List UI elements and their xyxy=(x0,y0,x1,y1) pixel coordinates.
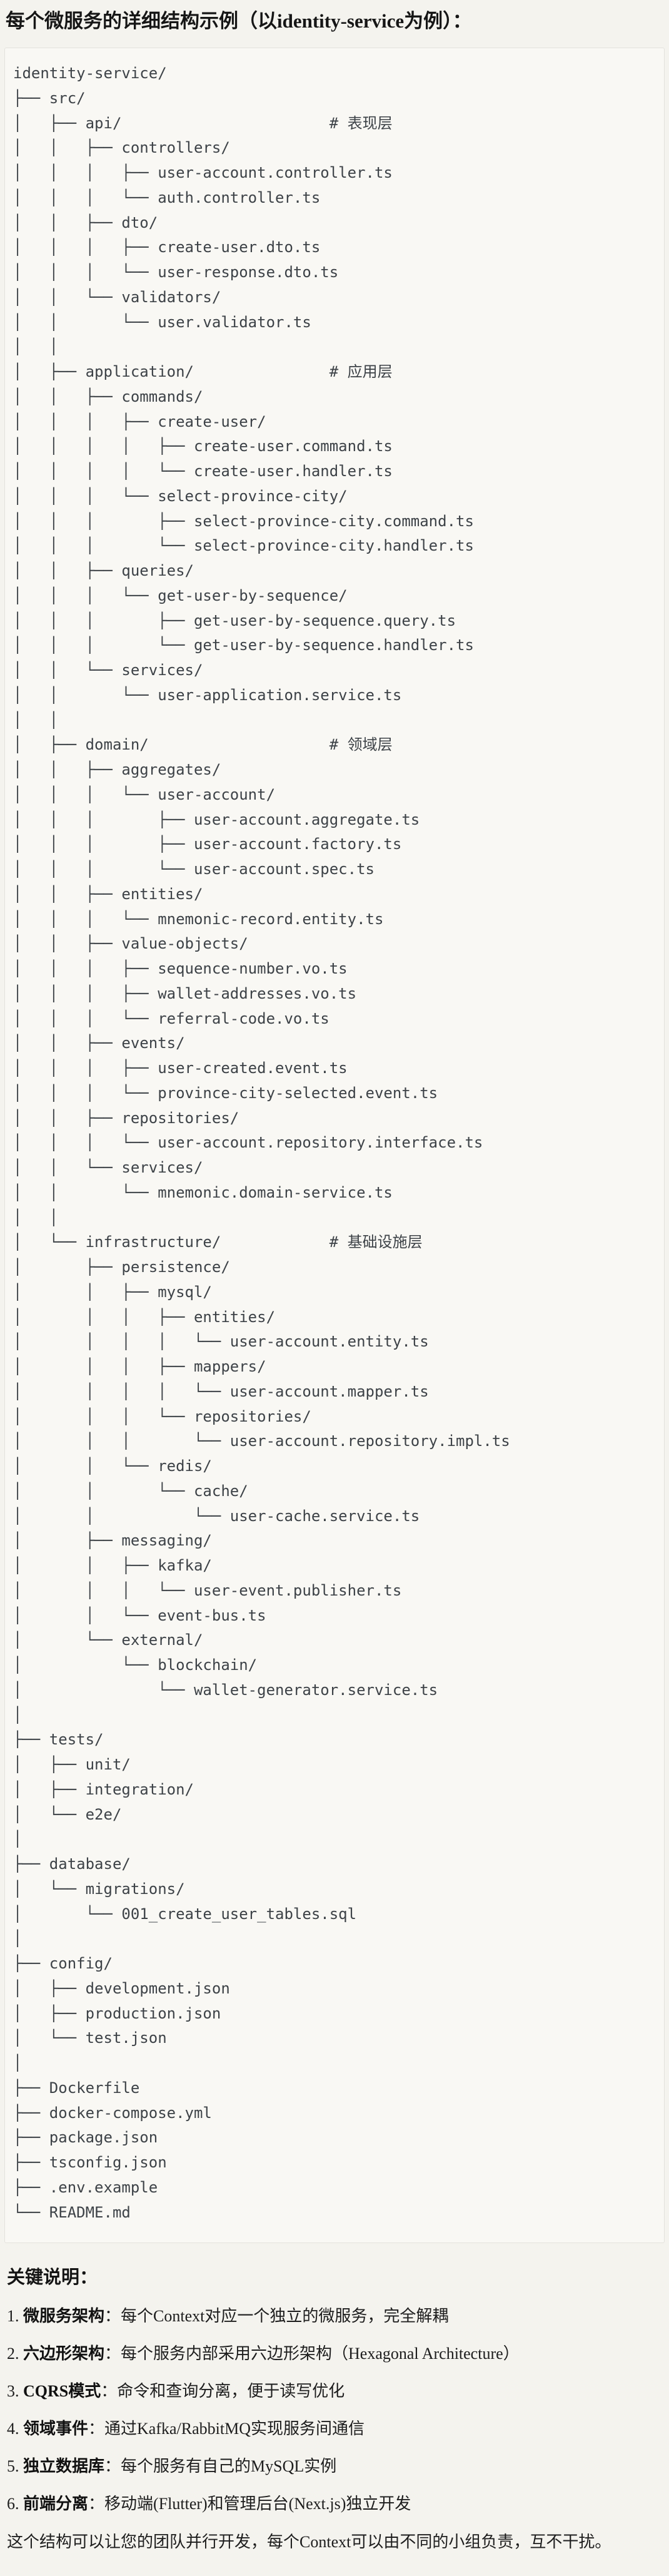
note-colon: ： xyxy=(88,2420,105,2438)
note-label: CQRS模式 xyxy=(23,2382,101,2401)
note-colon: ： xyxy=(101,2382,118,2401)
note-label: 微服务架构 xyxy=(23,2307,105,2326)
note-number: 5. xyxy=(7,2457,23,2476)
note-text: 每个服务有自己的MySQL实例 xyxy=(121,2457,337,2476)
key-notes-heading: 关键说明： xyxy=(7,2268,98,2288)
note-colon: ： xyxy=(104,2307,121,2326)
directory-tree-code-block: identity-service/ ├── src/ │ ├── api/ # … xyxy=(4,48,665,2244)
note-item: 5. 独立数据库：每个服务有自己的MySQL实例 xyxy=(7,2456,665,2477)
note-colon: ： xyxy=(104,2344,121,2363)
note-text: 移动端(Flutter)和管理后台(Next.js)独立开发 xyxy=(104,2495,411,2513)
note-item: 1. 微服务架构：每个Context对应一个独立的微服务，完全解耦 xyxy=(7,2306,665,2327)
key-notes-section: 关键说明： 1. 微服务架构：每个Context对应一个独立的微服务，完全解耦 … xyxy=(4,2266,665,2553)
note-label: 领域事件 xyxy=(23,2420,89,2438)
page-title: 每个微服务的详细结构示例（以identity-service为例）： xyxy=(6,10,472,32)
note-number: 1. xyxy=(7,2307,23,2326)
note-number: 6. xyxy=(7,2495,23,2513)
note-text: 通过Kafka/RabbitMQ实现服务间通信 xyxy=(104,2420,365,2438)
note-colon: ： xyxy=(104,2457,121,2476)
note-text: 命令和查询分离，便于读写优化 xyxy=(117,2382,345,2401)
note-number: 4. xyxy=(7,2420,23,2438)
note-colon: ： xyxy=(88,2495,105,2513)
note-text: 每个Context对应一个独立的微服务，完全解耦 xyxy=(121,2307,449,2326)
note-label: 前端分离 xyxy=(23,2495,89,2513)
note-text: 每个服务内部采用六边形架构（Hexagonal Architecture） xyxy=(121,2344,520,2363)
note-number: 3. xyxy=(7,2382,23,2401)
note-item: 4. 领域事件：通过Kafka/RabbitMQ实现服务间通信 xyxy=(7,2418,665,2440)
directory-tree: identity-service/ ├── src/ │ ├── api/ # … xyxy=(13,64,510,2221)
note-label: 六边形架构 xyxy=(23,2344,105,2363)
note-label: 独立数据库 xyxy=(23,2457,105,2476)
note-item: 6. 前端分离：移动端(Flutter)和管理后台(Next.js)独立开发 xyxy=(7,2493,665,2515)
note-number: 2. xyxy=(7,2344,23,2363)
note-item: 3. CQRS模式：命令和查询分离，便于读写优化 xyxy=(7,2381,665,2402)
note-item: 2. 六边形架构：每个服务内部采用六边形架构（Hexagonal Archite… xyxy=(7,2343,665,2365)
closing-paragraph: 这个结构可以让您的团队并行开发，每个Context可以由不同的小组负责，互不干扰… xyxy=(7,2533,611,2552)
